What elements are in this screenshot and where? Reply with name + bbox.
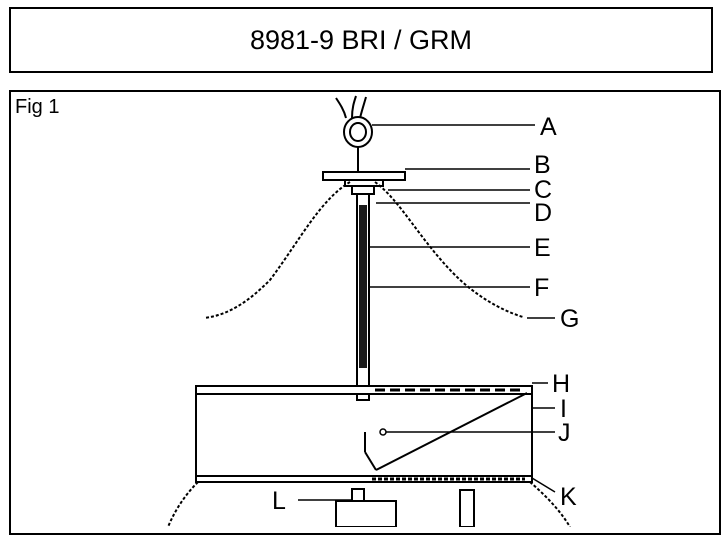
figure-label: Fig 1 xyxy=(15,96,60,118)
callout-j: J xyxy=(558,419,571,447)
ceiling-loop xyxy=(335,95,373,172)
chain-left xyxy=(203,181,351,319)
callout-f: F xyxy=(534,274,549,302)
callout-i: I xyxy=(560,395,567,423)
canopy xyxy=(322,171,406,195)
lower-fixture xyxy=(167,481,571,527)
callout-c: C xyxy=(534,176,552,204)
callout-h: H xyxy=(552,370,570,398)
callout-g: G xyxy=(560,305,579,333)
callout-l: L xyxy=(272,487,286,515)
callout-b: B xyxy=(534,151,551,179)
callout-labels: A B C D E F G H I J K L xyxy=(272,113,579,515)
chain-right xyxy=(374,181,524,318)
callout-e: E xyxy=(534,234,551,262)
callout-k: K xyxy=(560,483,577,511)
stem-rod xyxy=(356,193,370,401)
page-title: 8981-9 BRI / GRM xyxy=(249,24,473,55)
callout-a: A xyxy=(540,113,557,141)
callout-leaders xyxy=(298,124,556,501)
title-box: 8981-9 BRI / GRM xyxy=(9,7,713,73)
callout-d: D xyxy=(534,199,552,227)
